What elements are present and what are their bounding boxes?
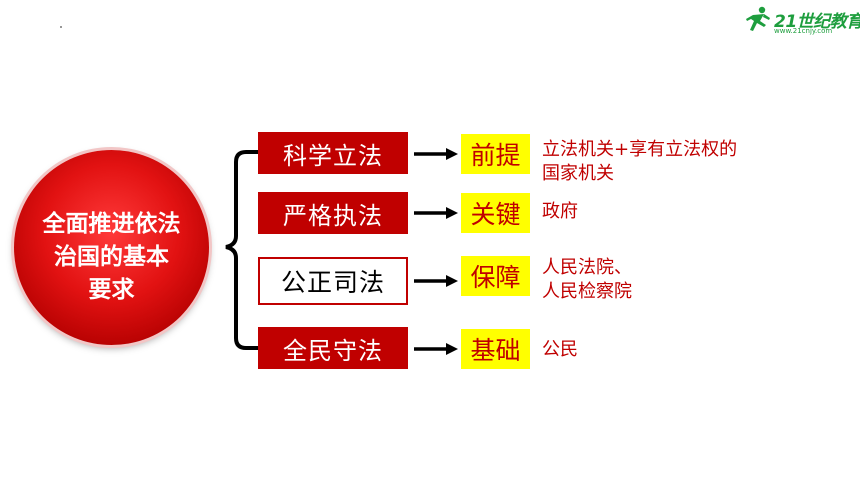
desc-line: 国家机关 xyxy=(542,163,614,184)
desc-citizens: 公民 xyxy=(542,338,578,362)
law-box-strict-enforcement: 严格执法 xyxy=(258,192,408,234)
key-box-key: 关键 xyxy=(461,193,530,233)
arrow-4 xyxy=(414,343,458,355)
key-box-guarantee: 保障 xyxy=(461,256,530,296)
desc-line: 人民法院、 xyxy=(542,257,632,278)
desc-line: 公民 xyxy=(542,339,578,360)
desc-government: 政府 xyxy=(542,200,578,224)
arrow-1 xyxy=(414,148,458,160)
desc-line: 政府 xyxy=(542,201,578,222)
center-circle xyxy=(14,150,209,345)
key-box-foundation: 基础 xyxy=(461,329,530,369)
arrow-3 xyxy=(414,275,458,287)
logo-text: 21世纪教育 xyxy=(774,12,860,32)
arrow-2 xyxy=(414,207,458,219)
law-box-scientific-legislation: 科学立法 xyxy=(258,132,408,174)
desc-courts: 人民法院、 人民检察院 xyxy=(542,256,632,304)
law-box-fair-justice: 公正司法 xyxy=(258,257,408,305)
center-title-line-2: 治国的基本 xyxy=(54,244,169,270)
desc-line: 立法机关+享有立法权的 xyxy=(542,139,738,160)
key-box-premise: 前提 xyxy=(461,134,530,174)
stray-dot xyxy=(60,26,62,28)
law-box-universal-compliance: 全民守法 xyxy=(258,327,408,369)
brace xyxy=(225,150,258,350)
desc-line: 人民检察院 xyxy=(542,281,632,302)
center-title: 全面推进依法 治国的基本 要求 xyxy=(14,208,209,307)
center-title-line-1: 全面推进依法 xyxy=(42,211,181,237)
runner-icon xyxy=(746,6,770,31)
center-title-line-3: 要求 xyxy=(88,277,135,303)
desc-legislature: 立法机关+享有立法权的 国家机关 xyxy=(542,138,737,186)
site-logo: 21世纪教育 www.21cnjy.com xyxy=(744,6,860,36)
logo-url: www.21cnjy.com xyxy=(774,27,833,35)
